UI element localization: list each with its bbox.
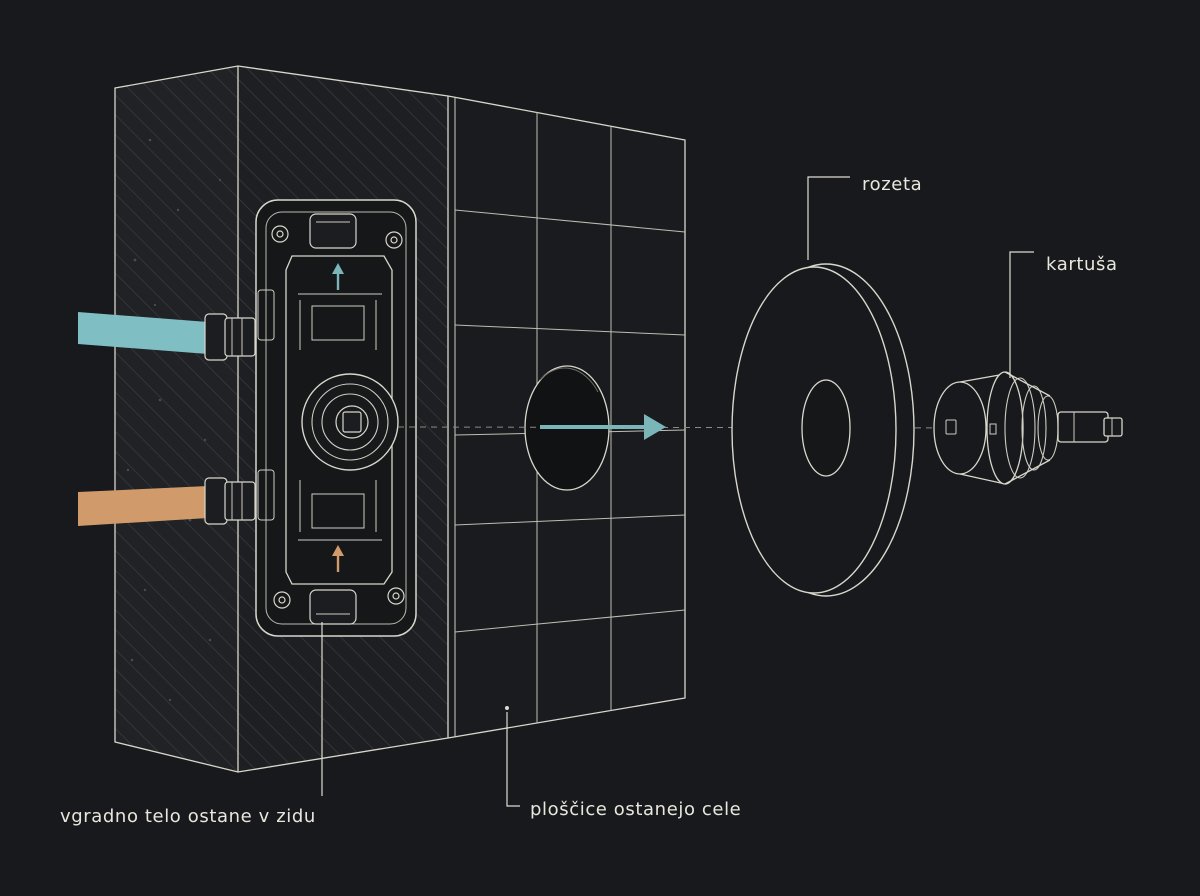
kartusa-cartridge	[933, 371, 1123, 485]
tile-grout	[454, 112, 686, 723]
tiles-leader	[506, 712, 520, 807]
kartusa-label: kartuša	[1046, 254, 1118, 275]
rozeta-disc	[731, 263, 915, 597]
hot-water-pipe	[78, 477, 256, 526]
hot-flow-arrow	[332, 545, 344, 572]
mounting-screws	[271, 225, 405, 609]
concealed-valve-body	[255, 199, 417, 637]
rozeta-leader	[807, 176, 850, 260]
center-axis	[397, 426, 1001, 429]
cold-water-pipe	[78, 312, 256, 361]
rozeta-label: rozeta	[862, 174, 922, 195]
body-label: vgradno telo ostane v zidu	[60, 806, 316, 827]
cold-flow-arrow	[332, 263, 344, 290]
tiles-label: ploščice ostanejo cele	[530, 799, 741, 820]
extraction-arrow	[540, 414, 666, 440]
kartusa-leader	[1009, 251, 1034, 378]
